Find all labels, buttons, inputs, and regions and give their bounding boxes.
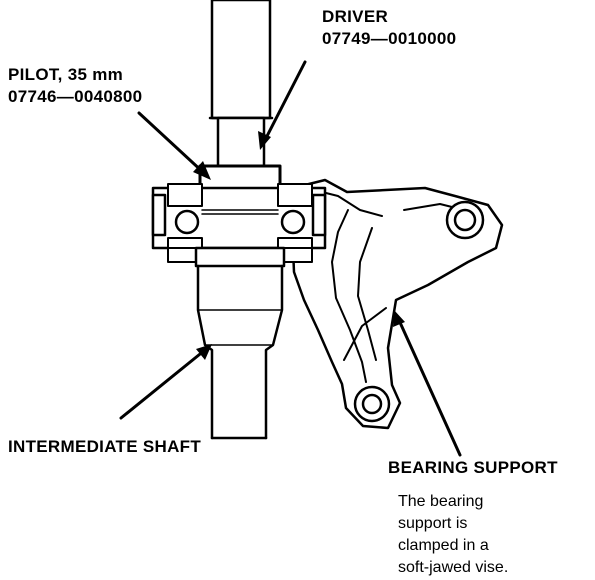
leader-lines	[119, 60, 462, 457]
note-line-2: support is	[398, 515, 468, 532]
note-line-3: clamped in a	[398, 537, 489, 554]
note-line-4: soft-jawed vise.	[398, 559, 509, 576]
pilot-part-number: 07746—0040800	[8, 87, 143, 106]
driver-tool	[208, 0, 274, 168]
intermediate-shaft-label: INTERMEDIATE SHAFT	[8, 437, 202, 456]
bearing	[151, 183, 327, 263]
bearing-support-label: BEARING SUPPORT	[388, 458, 558, 477]
intermediate-shaft	[194, 246, 286, 440]
note-line-1: The bearing	[398, 493, 484, 510]
driver-label: DRIVER	[322, 7, 389, 26]
driver-part-number: 07749—0010000	[322, 29, 457, 48]
arrowheads	[193, 131, 405, 360]
pilot-label: PILOT, 35 mm	[8, 65, 124, 84]
bearing-support	[290, 178, 504, 430]
